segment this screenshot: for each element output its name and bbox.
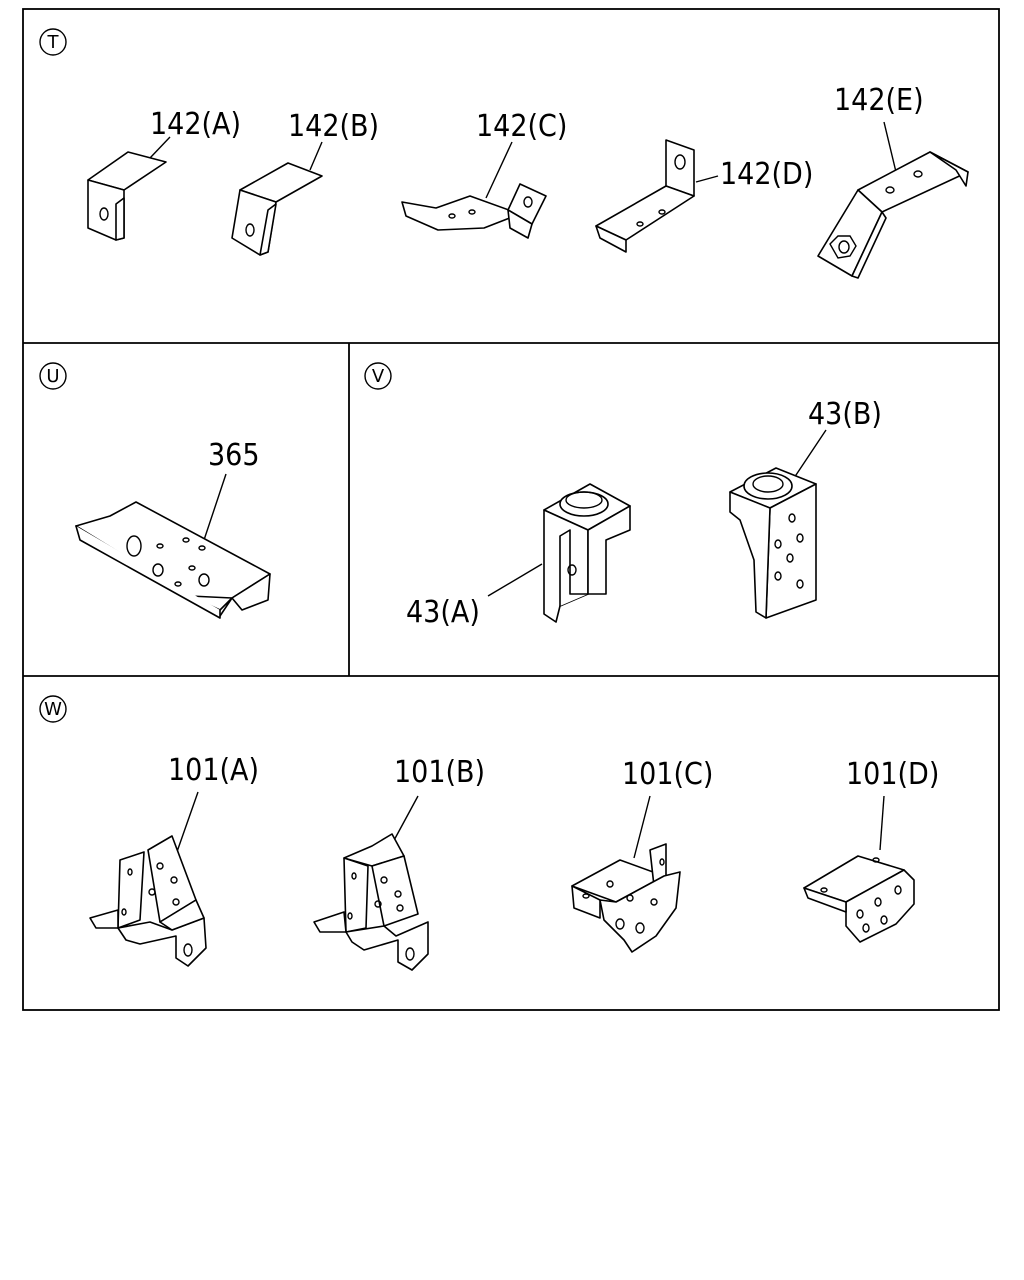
part-142a-label: 142(A): [150, 107, 241, 142]
section-u-marker: U: [46, 366, 59, 387]
part-101d: 101(D): [803, 757, 939, 943]
section-w: W 101(A) 101(B): [39, 695, 939, 971]
part-43a: 43(A): [406, 483, 631, 630]
section-w-marker-circle: [39, 695, 67, 723]
part-101d-label: 101(D): [846, 757, 939, 792]
part-43b: 43(B): [729, 397, 882, 619]
part-142b: 142(B): [231, 109, 379, 256]
section-t-marker-circle: [39, 28, 67, 56]
part-43b-label: 43(B): [808, 397, 882, 432]
part-101b-label: 101(B): [394, 755, 485, 790]
part-43a-label: 43(A): [406, 595, 480, 630]
section-u: U 365: [39, 362, 271, 619]
part-142b-label: 142(B): [288, 109, 379, 144]
part-142c: 142(C): [401, 109, 567, 239]
part-101a-label: 101(A): [168, 753, 259, 788]
part-101a: 101(A): [89, 753, 259, 967]
part-142d: 142(D): [595, 139, 813, 253]
section-w-marker: W: [44, 699, 62, 720]
part-142c-label: 142(C): [476, 109, 567, 144]
section-v-marker-circle: [364, 362, 392, 390]
part-142a: 142(A): [87, 107, 241, 241]
section-t: T 142(A) 142(B) 142(C): [39, 28, 969, 279]
diagram-frame: [22, 8, 1000, 1011]
part-365: 365: [75, 438, 271, 619]
part-101c: 101(C): [571, 757, 713, 953]
section-v-marker: V: [372, 366, 385, 387]
part-101b: 101(B): [313, 755, 485, 971]
part-365-label: 365: [208, 438, 260, 473]
part-101c-label: 101(C): [622, 757, 713, 792]
part-142e-label: 142(E): [834, 83, 924, 118]
section-u-marker-circle: [39, 362, 67, 390]
section-t-marker: T: [47, 32, 60, 53]
section-v: V 43(A) 43(B): [364, 362, 882, 630]
part-142d-label: 142(D): [720, 157, 813, 192]
part-142e: 142(E): [817, 83, 969, 279]
